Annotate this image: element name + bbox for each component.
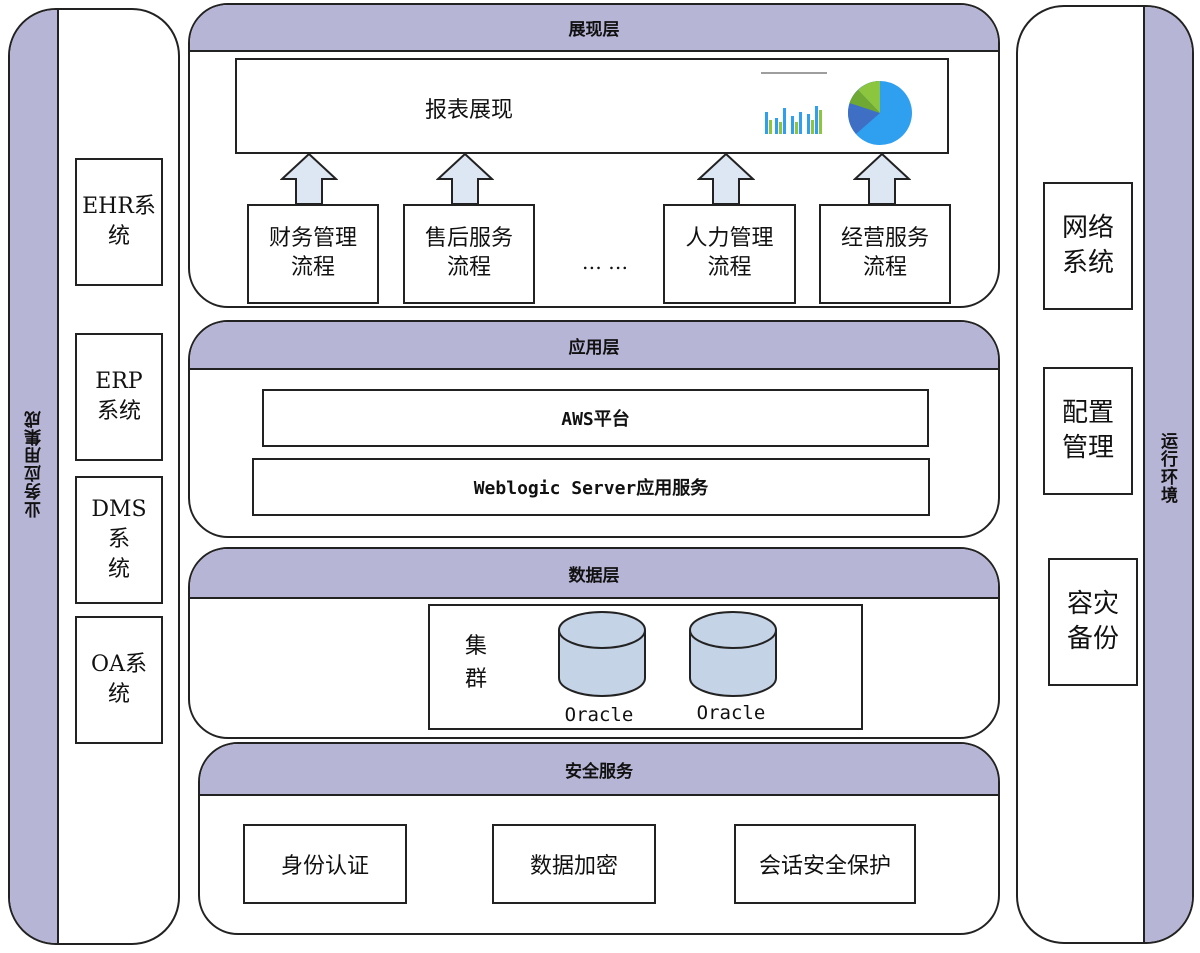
data-layer-header: 数据层 — [190, 549, 998, 599]
runtime-environment-panel: 运行环境 网络 系统 配置 管理 容灾 备份 — [1016, 5, 1194, 944]
cluster-box: 集 群 Oracle Oracle — [428, 604, 863, 730]
ehr-system-box: EHR系 统 — [75, 158, 163, 286]
aws-platform-box: AWS平台 — [262, 389, 929, 447]
bar-chart-icon — [761, 72, 827, 134]
erp-system-box: ERP 系统 — [75, 333, 163, 461]
oracle-database-icon — [558, 611, 646, 697]
operations-process-box: 经营服务 流程 — [819, 204, 951, 304]
hr-process-box: 人力管理 流程 — [663, 204, 796, 304]
finance-process-box: 财务管理 流程 — [247, 204, 379, 304]
security-layer-header: 安全服务 — [200, 744, 998, 796]
business-integration-strip — [10, 10, 59, 943]
runtime-environment-strip — [1143, 7, 1192, 942]
business-integration-title: 业务应用集成 — [25, 410, 45, 518]
oracle-database-icon — [689, 611, 777, 697]
dms-system-box: DMS系 统 — [75, 476, 163, 604]
after-sales-process-box: 售后服务 流程 — [403, 204, 535, 304]
data-encryption-box: 数据加密 — [492, 824, 656, 904]
business-integration-panel: 业务应用集成 EHR系 统 ERP 系统 DMS系 统 OA系 统 — [8, 8, 180, 945]
up-arrow-icon — [697, 152, 755, 205]
presentation-layer-header: 展现层 — [190, 5, 998, 52]
up-arrow-icon — [853, 152, 911, 205]
weblogic-server-box: Weblogic Server应用服务 — [252, 458, 930, 516]
disaster-backup-box: 容灾 备份 — [1048, 558, 1138, 686]
up-arrow-icon — [280, 152, 338, 205]
pie-chart-icon — [848, 80, 912, 145]
network-system-box: 网络 系统 — [1043, 182, 1133, 310]
more-processes-ellipsis: … … — [581, 250, 629, 274]
session-security-box: 会话安全保护 — [734, 824, 916, 904]
oracle-database-label: Oracle — [564, 704, 634, 726]
cluster-label: 集 群 — [465, 634, 488, 692]
oa-system-box: OA系 统 — [75, 616, 163, 744]
report-display-box: 报表展现 — [235, 58, 949, 154]
config-management-box: 配置 管理 — [1043, 367, 1133, 495]
report-display-label: 报表展现 — [425, 98, 514, 123]
application-layer-header: 应用层 — [190, 322, 998, 370]
presentation-layer: 展现层 — [188, 3, 1000, 308]
oracle-database-label: Oracle — [696, 702, 766, 724]
up-arrow-icon — [436, 152, 494, 205]
runtime-environment-title: 运行环境 — [1157, 432, 1177, 504]
identity-auth-box: 身份认证 — [243, 824, 407, 904]
